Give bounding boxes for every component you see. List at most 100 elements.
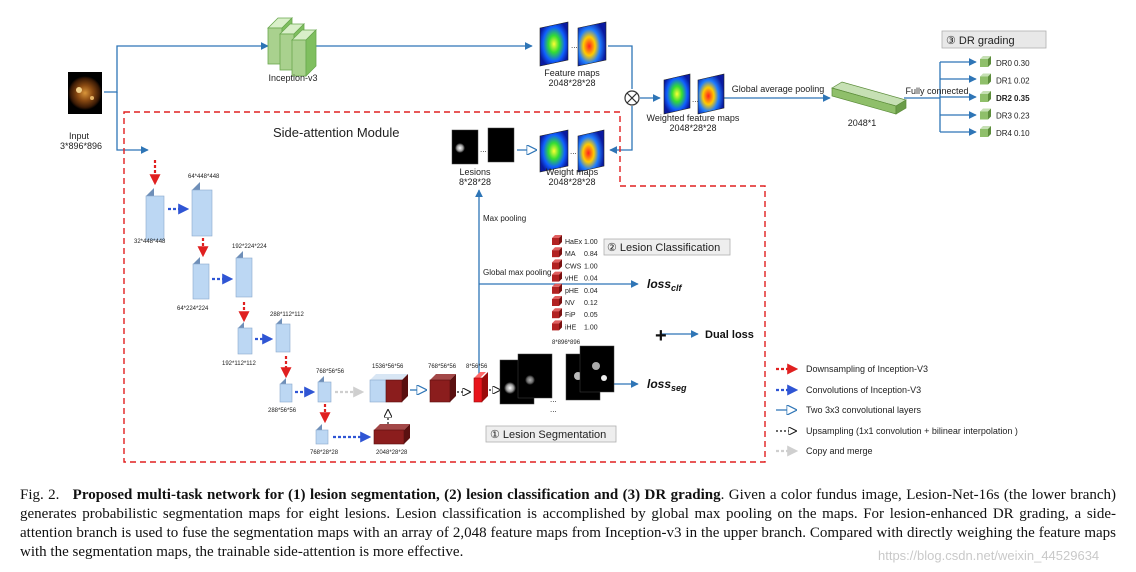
lesion-class-cube-icon [552,247,562,258]
feature-maps-ellipsis: ... [571,41,578,50]
weight-maps-label: Weight maps [546,167,599,177]
encoder-stage-1 [145,182,213,241]
fully-connected-label: Fully connected [905,86,968,96]
dim-8-56: 8*56*56 [466,364,488,370]
lesion-class-value: 0.05 [584,312,598,319]
global-average-pooling-label: Global average pooling [732,84,825,94]
weighted-maps-ellipsis: ... [692,95,699,104]
feature-vector-bar [831,81,907,115]
dim-64-448: 64*448*448 [188,174,220,180]
dim-2048-28: 2048*28*28 [376,450,408,456]
lesion-segmentation-title: ① Lesion Segmentation [490,429,606,441]
lesion-class-cube-icon [552,296,562,306]
lesion-class-name: vHE [565,276,579,283]
segmentation-maps-image: ... ... [499,345,615,414]
dr-grade-value: 0.10 [1014,129,1030,138]
dr-grade-cube-icon [980,56,991,67]
weight-maps-ellipsis: ... [570,147,577,156]
decoder-block-768 [429,374,456,403]
dim-1536-56: 1536*56*56 [372,364,404,370]
lesion-class-name: NV [565,300,575,307]
lesion-segmentation-title-box [485,425,617,443]
dual-loss-label: Dual loss [705,329,754,341]
dim-192-112: 192*112*112 [222,361,256,367]
dr-grade-name: DR0 [996,59,1013,68]
inception-v3-block [267,17,317,77]
lesion-class-cube-icon [552,320,562,331]
lesion-class-name: HaEx [565,239,583,246]
dr-grade-value: 0.23 [1014,112,1030,121]
lesion-class-value: 0.12 [584,300,598,307]
figure-caption: Fig. 2. Proposed multi-task network for … [20,486,1116,562]
lesion-class-value: 1.00 [584,324,598,331]
feature-maps-label: Feature maps [544,68,600,78]
input-fundus-image [68,72,102,114]
loss-clf: lossclf [647,277,683,293]
dim-64-224: 64*224*224 [177,306,209,312]
feature-maps-dims: 2048*28*28 [548,78,595,88]
lesion-class-cube-icon [552,308,562,319]
dr-grading-title: ③ DR grading [946,35,1015,47]
lesion-class-name: iHE [565,324,577,331]
dr-grade-value: 0.30 [1014,59,1030,68]
loss-seg: lossseg [647,377,687,393]
lesion-class-value: 1.00 [584,263,598,270]
lesion-class-item: NV 0.12 [552,296,598,307]
dr-grading-title-box [941,30,1047,49]
encoder-stage-5 [315,424,410,445]
lesion-class-name: pHE [565,288,579,295]
seg-ellipsis-2: ... [550,405,557,414]
lesion-class-item: pHE 0.04 [552,283,598,295]
max-pooling-label: Max pooling [483,214,526,223]
legend: Downsampling of Inception-V3 Convolution… [776,363,1018,457]
encoder-stage-4 [279,376,332,403]
convolution-arrows [168,203,372,443]
decoder-merge-block [369,374,408,403]
loss-clf-base: loss [647,277,671,291]
weighted-feature-maps-image: ... [663,73,725,115]
dim-288-56: 288*56*56 [268,408,297,414]
dr-grade-name: DR3 [996,112,1013,121]
downsampling-arrows [149,160,331,424]
side-attention-dashed-border [123,111,766,463]
dim-32-448: 32*448*448 [134,239,166,245]
legend-copy-merge-label: Copy and merge [806,446,873,456]
dr-grade-name: DR2 [996,94,1013,103]
watermark: https://blog.csdn.net/weixin_44529634 [878,548,1100,563]
multiply-node-icon [624,90,640,106]
dr-grade-name: DR4 [996,129,1013,138]
weight-maps-image: ... [539,129,605,173]
weighted-feature-maps-label: Weighted feature maps [647,113,740,123]
lesion-class-cube-icon [552,283,562,294]
loss-seg-base: loss [647,377,671,391]
lesion-class-value: 1.00 [584,239,598,246]
lesion-class-cube-icon [552,259,562,270]
loss-clf-sub: clf [671,283,683,293]
input-label: Input [69,131,90,141]
dim-768-28: 768*28*28 [310,450,339,456]
lesions-dims: 8*28*28 [459,177,491,187]
legend-downsampling-label: Downsampling of Inception-V3 [806,364,928,374]
lesion-class-cube-icon [552,235,562,245]
lesion-class-cube-icon [552,271,562,282]
dr-grade-value: 0.02 [1014,77,1030,86]
input-dims: 3*896*896 [60,141,102,151]
lesion-class-value: 0.04 [584,288,598,295]
legend-convolution-label: Convolutions of Inception-V3 [806,385,921,395]
vector-dims: 2048*1 [848,118,877,128]
caption-bold: Proposed multi-task network for (1) lesi… [72,487,721,503]
dr-grade-cube-icon [980,91,991,102]
lesion-class-name: MA [565,251,576,258]
feature-maps-image: ... [539,21,607,67]
plus-sign: + [655,325,667,347]
dr-grade-cube-icon [980,108,991,120]
